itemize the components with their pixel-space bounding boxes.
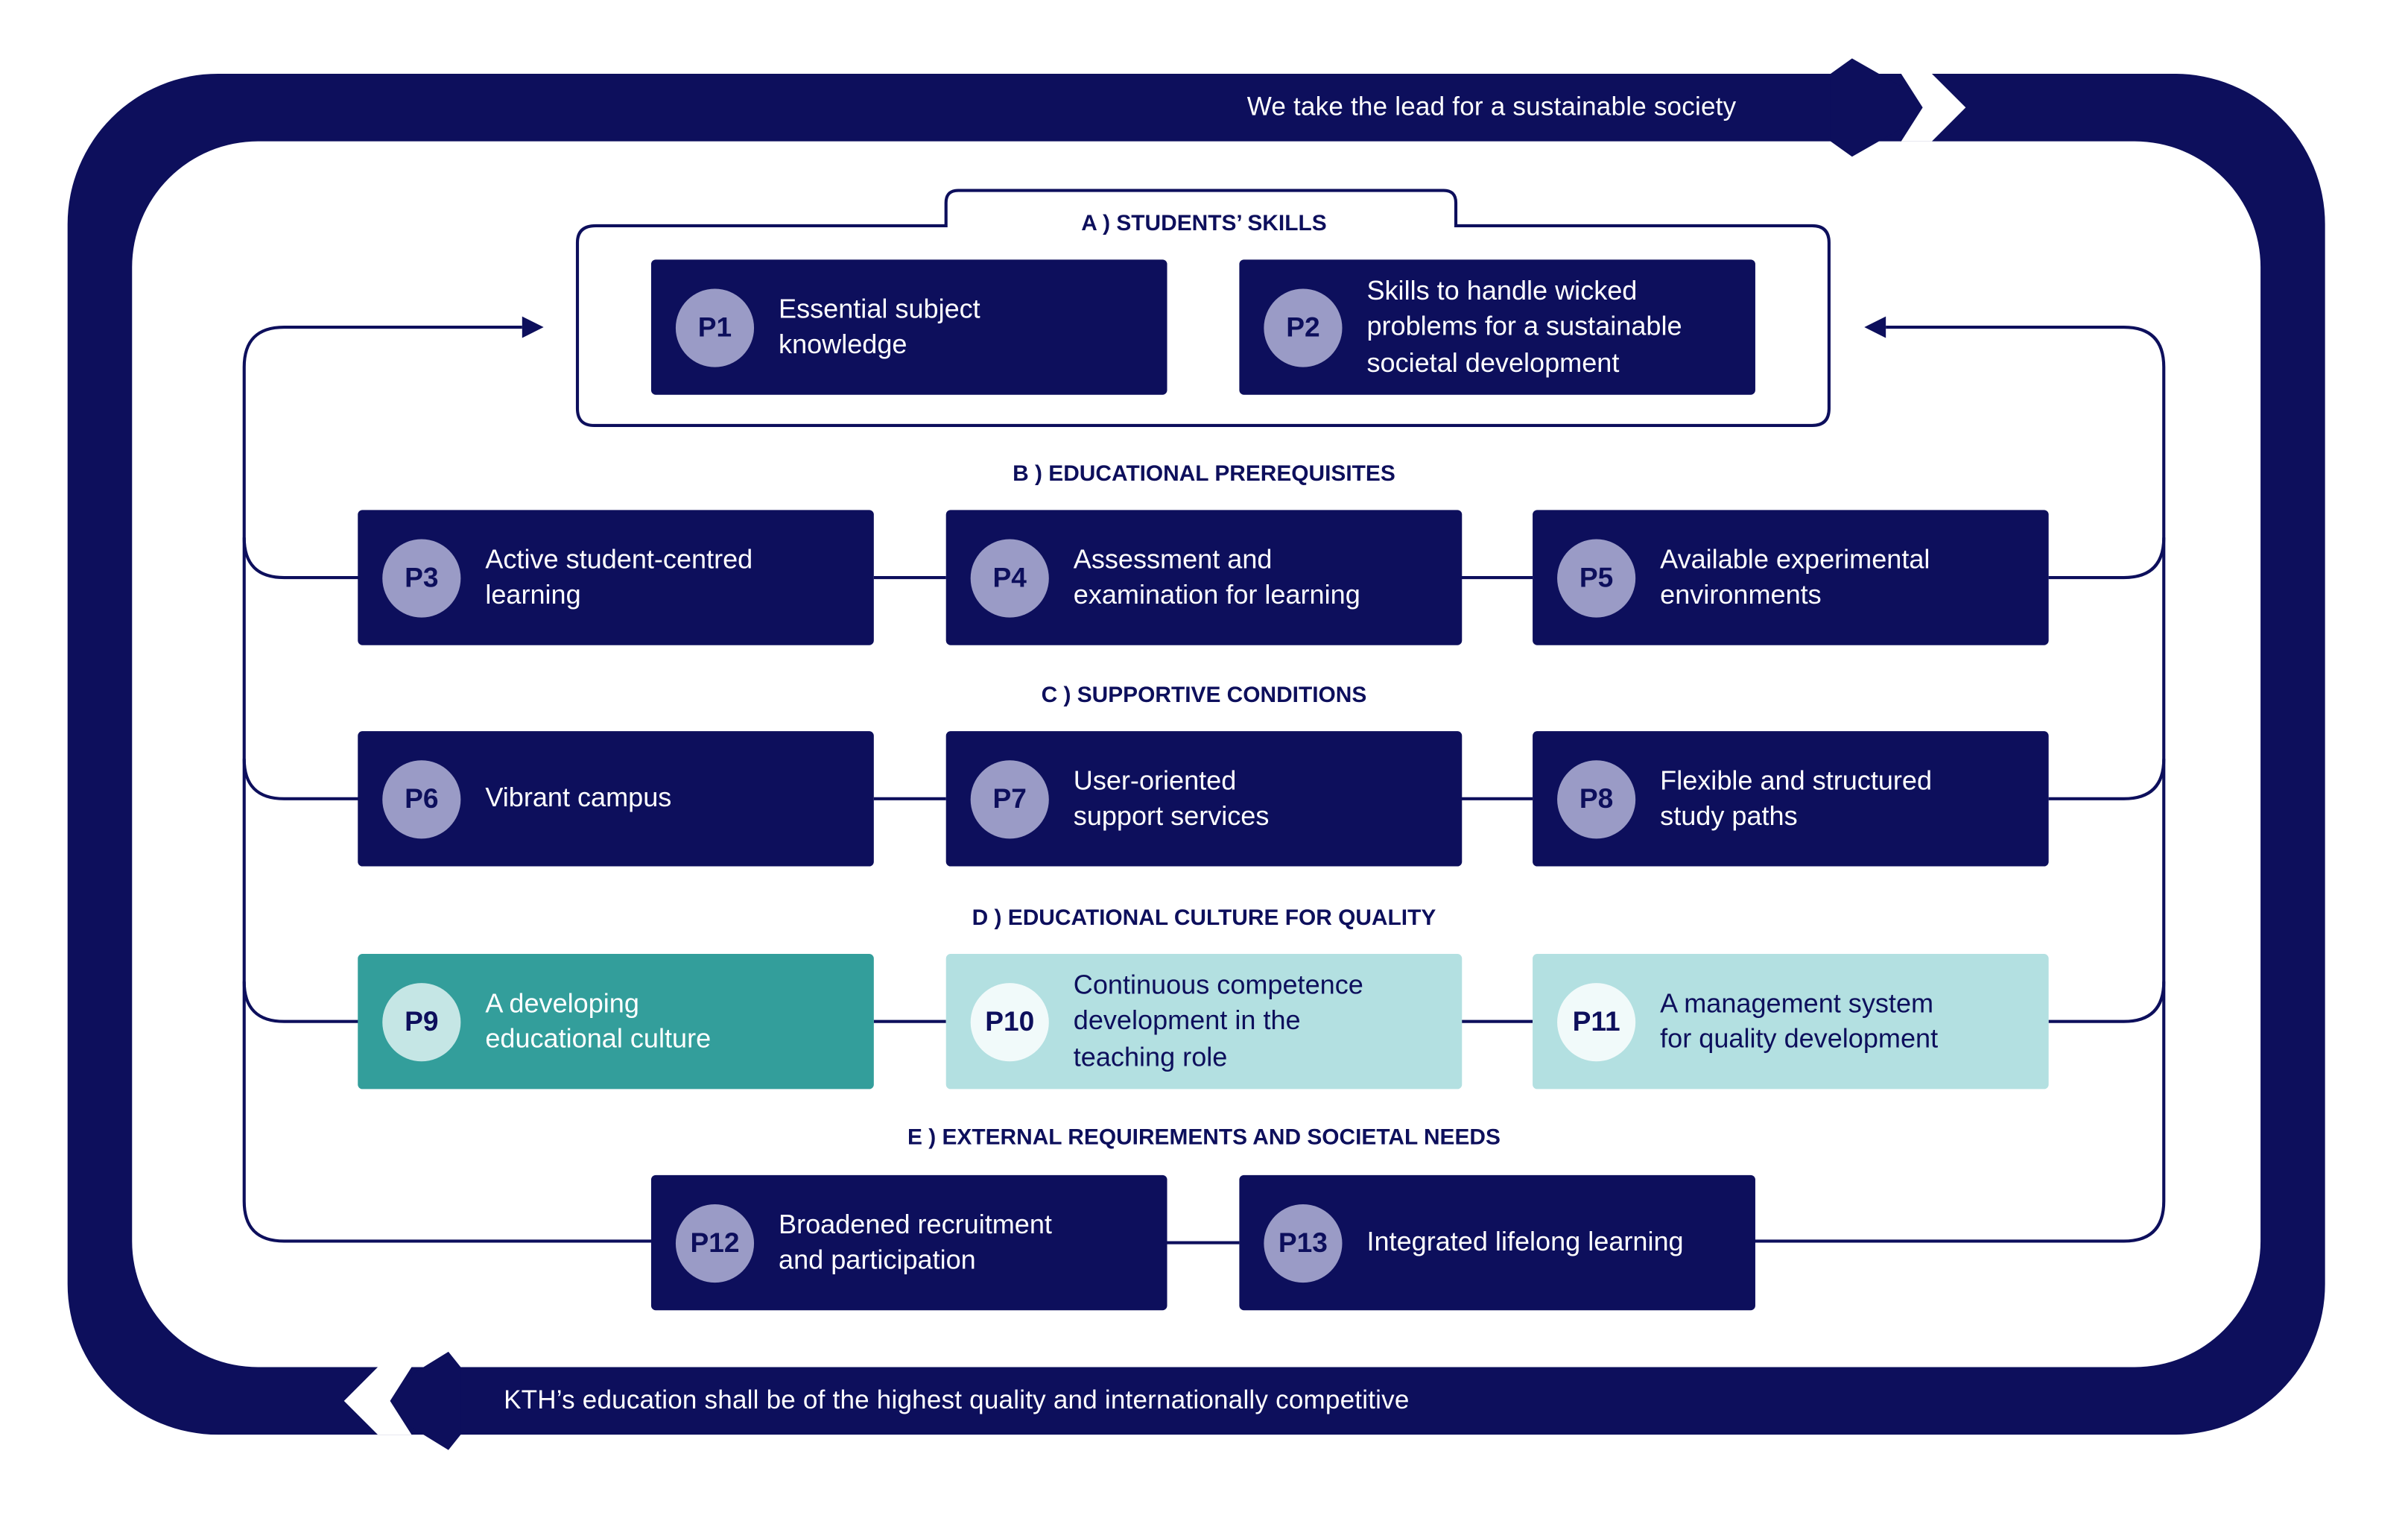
principle-text-p8: Flexible and structured study paths [1660,764,1933,832]
principle-badge-p3: P3 [382,539,461,618]
principle-card-p11: P11 A management system for quality deve… [1533,954,2049,1090]
principle-text-p9: A developing educational culture [485,987,712,1054]
principle-card-p6: P6 Vibrant campus [358,731,874,867]
principle-card-p1: P1 Essential subject knowledge [650,259,1167,395]
principle-badge-p11: P11 [1557,983,1636,1062]
section-a-outline [575,189,1831,428]
principle-text-p10: Continuous competence development in the… [1073,969,1363,1072]
principle-text-p11: A management system for quality developm… [1660,987,1939,1054]
section-e-heading: E ) EXTERNAL REQUIREMENTS AND SOCIETAL N… [907,1125,1501,1151]
section-c-heading: C ) SUPPORTIVE CONDITIONS [1041,683,1367,709]
principle-text-p3: Active student-centred learning [485,543,753,610]
principle-card-p9: P9 A developing educational culture [358,954,874,1090]
principle-text-p1: Essential subject knowledge [779,292,980,360]
bottom-banner-text: KTH’s education shall be of the highest … [504,1385,1410,1415]
principle-badge-p9: P9 [382,983,461,1062]
principle-text-p12: Broadened recruitment and participation [779,1208,1052,1275]
principle-card-p13: P13 Integrated lifelong learning [1239,1174,1755,1311]
top-arrow-notch [1901,73,1966,142]
principle-badge-p13: P13 [1264,1204,1343,1283]
left-arrow-tip [522,316,544,338]
principle-card-p10: P10 Continuous competence development in… [945,954,1463,1090]
principle-badge-p6: P6 [382,760,461,839]
principle-badge-p5: P5 [1557,539,1636,618]
principle-badge-p4: P4 [970,539,1049,618]
principle-text-p6: Vibrant campus [485,782,672,813]
principle-badge-p12: P12 [675,1204,755,1283]
bottom-arrow-head [368,1351,461,1450]
top-arrow-head [1830,58,1939,157]
principle-card-p3: P3 Active student-centred learning [358,510,874,645]
principle-card-p8: P8 Flexible and structured study paths [1533,731,2049,867]
principle-badge-p8: P8 [1557,760,1636,839]
principle-text-p5: Available experimental environments [1660,543,1930,610]
principle-badge-p10: P10 [970,983,1049,1062]
principle-card-p7: P7 User-oriented support services [945,731,1463,867]
principle-text-p4: Assessment and examination for learning [1073,543,1360,610]
right-arrow-tip [1864,316,1886,338]
section-d-heading: D ) EDUCATIONAL CULTURE FOR QUALITY [972,906,1436,932]
principle-text-p13: Integrated lifelong learning [1366,1226,1684,1257]
top-banner-text: We take the lead for a sustainable socie… [1246,92,1737,121]
principle-card-p12: P12 Broadened recruitment and participat… [650,1174,1167,1311]
section-a-heading: A ) STUDENTS’ SKILLS [1081,212,1327,237]
section-b-heading: B ) EDUCATIONAL PREREQUISITES [1013,462,1395,487]
principle-card-p4: P4 Assessment and examination for learni… [945,510,1463,645]
principle-card-p5: P5 Available experimental environments [1533,510,2049,645]
principle-text-p2: Skills to handle wicked problems for a s… [1366,274,1682,378]
principle-badge-p2: P2 [1264,288,1343,367]
principle-card-p2: P2 Skills to handle wicked problems for … [1239,259,1755,395]
card-connectors [873,575,1533,1245]
principle-text-p7: User-oriented support services [1073,764,1270,832]
principle-badge-p7: P7 [970,760,1049,839]
left-feedback-lines [242,325,655,1243]
right-feedback-lines [1753,325,2166,1243]
principle-badge-p1: P1 [675,288,755,367]
